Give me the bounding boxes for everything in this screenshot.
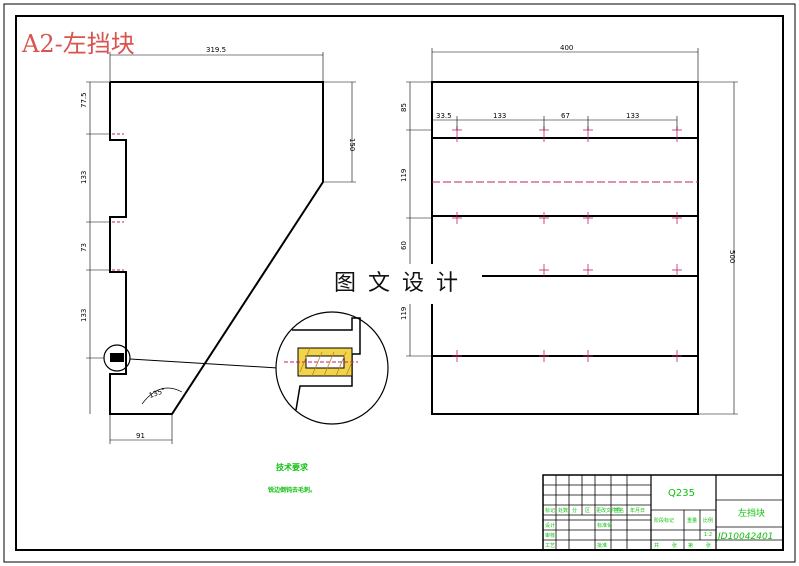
tb-cell-std: 标准化 bbox=[597, 522, 612, 529]
tb-cell-sheet: 张 bbox=[672, 542, 677, 549]
tb-cell-process: 工艺 bbox=[545, 543, 555, 549]
dim-rv-left-3: 60 bbox=[400, 241, 408, 250]
detail-part-section bbox=[292, 317, 361, 411]
tb-cell-review: 审核 bbox=[545, 532, 555, 539]
detail-hole bbox=[110, 353, 124, 362]
tb-scale-value: 1:2 bbox=[704, 532, 712, 538]
tb-material: Q235 bbox=[668, 488, 695, 499]
tb-cell-total: 共 bbox=[654, 542, 659, 549]
dim-left-4: 133 bbox=[80, 309, 88, 322]
notes-line1: 锐边倒钝去毛刺。 bbox=[268, 486, 316, 494]
watermark: 图文设计 bbox=[322, 264, 482, 304]
detail-view bbox=[275, 311, 389, 425]
angle-label: 135° bbox=[148, 387, 167, 400]
sheet-outer-border bbox=[3, 3, 796, 563]
dim-rv-left-1: 85 bbox=[400, 103, 408, 112]
tb-cell-sheet2: 张 bbox=[706, 542, 711, 549]
dim-left-2: 133 bbox=[80, 171, 88, 184]
hole-marks bbox=[452, 126, 682, 362]
tb-cell-count: 处数 bbox=[558, 507, 568, 514]
angle-arc bbox=[141, 387, 183, 405]
right-view: 400 33.5 133 67 133 85 119 60 119 500 bbox=[400, 44, 738, 415]
right-view-outline bbox=[431, 81, 699, 415]
dim-bottom-width: 91 bbox=[136, 432, 145, 440]
tb-cell-date: 年月日 bbox=[630, 507, 645, 514]
dim-right-height: 150 bbox=[348, 138, 356, 151]
dim-rv-left-2: 119 bbox=[400, 169, 408, 182]
tb-cell-no: 第 bbox=[688, 542, 693, 549]
tb-cell-weight: 重量 bbox=[687, 517, 697, 524]
dim-rv-left-4: 119 bbox=[400, 307, 408, 320]
tb-part-name: 左挡块 bbox=[738, 507, 765, 519]
title-block bbox=[542, 474, 784, 551]
drawing-title: A2-左挡块 bbox=[22, 30, 135, 58]
dim-rv-height: 500 bbox=[728, 250, 736, 263]
tb-cell-approve: 批准 bbox=[597, 542, 607, 549]
front-view: 135° 319.5 150 77.5 133 73 133 91 bbox=[80, 46, 356, 444]
detail-leader bbox=[129, 358, 279, 369]
dim-top-width: 319.5 bbox=[206, 46, 226, 54]
notes-heading: 技术要求 bbox=[276, 462, 309, 472]
sheet-inner-border bbox=[15, 15, 784, 551]
tb-cell-design: 设计 bbox=[545, 522, 555, 529]
tb-drawing-code: JD10042401 bbox=[716, 532, 773, 542]
tb-cell-sign: 签名 bbox=[614, 507, 624, 514]
tb-cell-change: 更改文件号 bbox=[596, 507, 621, 514]
dim-rv-top-4: 133 bbox=[626, 112, 639, 120]
tb-cell-scale: 比例 bbox=[703, 517, 713, 524]
dim-left-3: 73 bbox=[80, 243, 88, 252]
dim-rv-top-3: 67 bbox=[561, 112, 570, 120]
dim-left-1: 77.5 bbox=[80, 92, 88, 108]
front-view-outline bbox=[109, 81, 324, 415]
tb-cell-stage: 阶段标记 bbox=[654, 517, 674, 524]
detail-hatch-lines bbox=[299, 347, 353, 377]
tb-cell-mark: 标记 bbox=[545, 507, 555, 514]
dim-rv-top-2: 133 bbox=[493, 112, 506, 120]
tb-cell-zone: 区 bbox=[585, 508, 590, 514]
dim-rv-top-1: 33.5 bbox=[436, 112, 452, 120]
tb-cell-div: 分 bbox=[572, 507, 577, 514]
dim-rv-width: 400 bbox=[560, 44, 573, 52]
